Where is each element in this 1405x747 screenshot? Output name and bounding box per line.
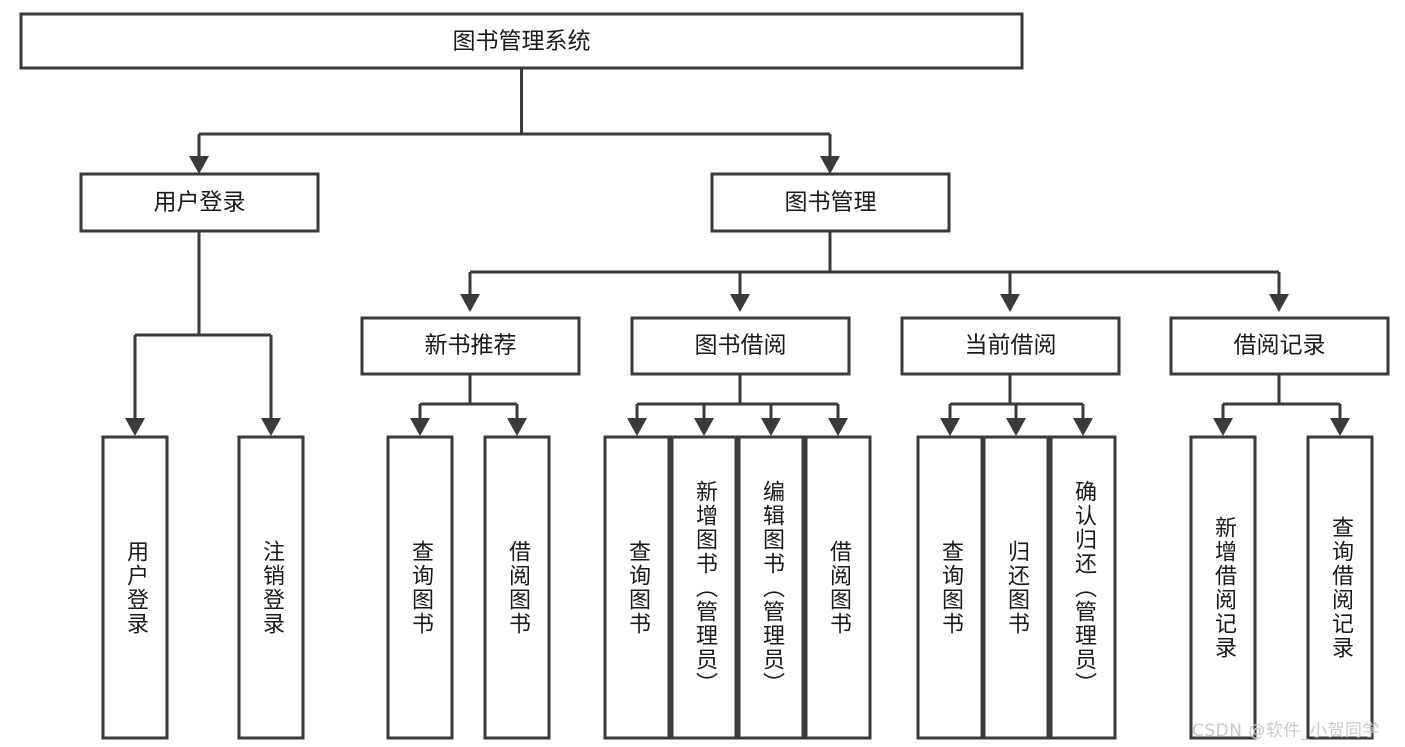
book-borrow-label: 图书借阅 [695, 333, 787, 359]
arrow-book-borrow-leaf-4-icon [828, 418, 848, 436]
node-user-login[interactable]: 用户登录 [79, 172, 320, 233]
leaf-box-current-borrow-3[interactable] [1049, 435, 1117, 740]
arrow-to-new-book-icon [460, 294, 480, 312]
leaf-box-book-borrow-4[interactable] [804, 435, 872, 740]
arrow-current-borrow-leaf-2-icon [1006, 418, 1026, 436]
new-book-recommend-label: 新书推荐 [425, 333, 517, 359]
connector-group [125, 68, 1350, 436]
arrow-to-book-manage-icon [820, 156, 840, 174]
leaf-box-user-login-2[interactable] [237, 435, 305, 740]
leaf-box-new-book-2[interactable] [483, 435, 551, 740]
current-borrow-box[interactable] [900, 316, 1121, 376]
arrow-borrow-record-leaf-2-icon [1330, 418, 1350, 436]
arrow-book-borrow-leaf-3-icon [761, 418, 781, 436]
book-borrow-box[interactable] [630, 316, 851, 376]
leaf-box-current-borrow-1[interactable] [916, 435, 984, 740]
leaf-box-user-login-1[interactable] [101, 435, 169, 740]
arrow-new-book-leaf-2-icon [507, 418, 527, 436]
arrow-current-borrow-leaf-3-icon [1073, 418, 1093, 436]
node-borrow-record[interactable]: 借阅记录 [1169, 316, 1390, 376]
leaf-box-borrow-record-1[interactable] [1189, 435, 1257, 740]
arrow-book-borrow-leaf-1-icon [627, 418, 647, 436]
arrow-new-book-leaf-1-icon [410, 418, 430, 436]
root-box[interactable] [19, 12, 1024, 70]
borrow-record-label: 借阅记录 [1234, 333, 1326, 359]
user-login-label: 用户登录 [154, 190, 246, 216]
current-borrow-label: 当前借阅 [965, 333, 1057, 359]
arrow-to-current-borrow-icon [1000, 294, 1020, 312]
arrow-user-login-leaf-2-icon [261, 418, 281, 436]
leaf-box-borrow-record-2[interactable] [1306, 435, 1374, 740]
leaf-box-group [101, 435, 1374, 740]
leaf-box-new-book-1[interactable] [386, 435, 454, 740]
book-manage-label: 图书管理 [785, 190, 877, 216]
arrow-book-borrow-leaf-2-icon [694, 418, 714, 436]
borrow-record-box[interactable] [1169, 316, 1390, 376]
arrow-borrow-record-leaf-1-icon [1213, 418, 1233, 436]
node-current-borrow[interactable]: 当前借阅 [900, 316, 1121, 376]
leaf-box-book-borrow-2[interactable] [670, 435, 738, 740]
node-root-system[interactable]: 图书管理系统 [19, 12, 1024, 70]
user-login-box[interactable] [79, 172, 320, 233]
leaf-box-current-borrow-2[interactable] [982, 435, 1050, 740]
arrow-to-book-borrow-icon [730, 294, 750, 312]
arrow-to-user-login-icon [189, 156, 209, 174]
new-book-recommend-box[interactable] [360, 316, 581, 376]
node-book-borrow[interactable]: 图书借阅 [630, 316, 851, 376]
leaf-box-book-borrow-3[interactable] [737, 435, 805, 740]
root-label: 图书管理系统 [453, 29, 591, 55]
node-new-book-recommend[interactable]: 新书推荐 [360, 316, 581, 376]
node-book-manage[interactable]: 图书管理 [710, 172, 951, 233]
csdn-watermark: CSDN @软件_小贺同学 [1192, 721, 1380, 741]
arrow-to-borrow-record-icon [1269, 294, 1289, 312]
leaf-box-book-borrow-1[interactable] [603, 435, 671, 740]
book-manage-box[interactable] [710, 172, 951, 233]
arrow-user-login-leaf-1-icon [125, 418, 145, 436]
arrow-current-borrow-leaf-1-icon [940, 418, 960, 436]
